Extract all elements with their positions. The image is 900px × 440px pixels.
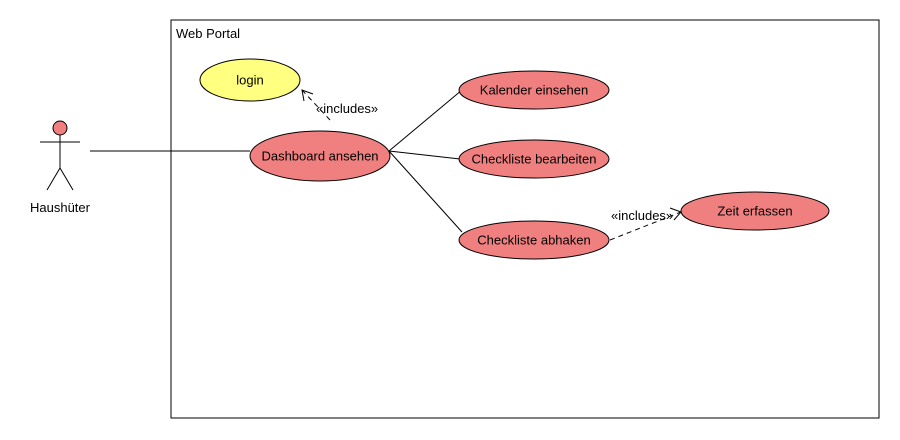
use-case-login-shape [199, 58, 301, 102]
include-dashboard-login: «includes» [301, 89, 378, 121]
use-case-checkliste-abhaken-shape [458, 220, 610, 260]
use-case-zeit-shape [680, 191, 830, 231]
include-label-login: «includes» [316, 101, 378, 116]
use-case-checkliste-bearbeiten-label: Checkliste bearbeiten [471, 152, 596, 167]
use-case-checkliste-bearbeiten-shape [458, 139, 610, 179]
use-case-kalender-shape [458, 70, 610, 110]
include-label-zeit: «includes» [611, 208, 673, 223]
use-case-checkliste-abhaken-label: Checkliste abhaken [477, 233, 590, 248]
use-case-dashboard-label: Dashboard ansehen [261, 149, 378, 164]
use-case-dashboard-shape [249, 130, 391, 182]
actor-leg-right [59, 167, 74, 191]
system-title: Web Portal [176, 26, 240, 41]
actor-haushueter[interactable]: Haushüter [30, 120, 91, 215]
association-dashboard-kalender [388, 89, 463, 152]
association-dashboard-abhaken [388, 150, 463, 233]
include-line-login [301, 89, 331, 121]
use-case-zeit-label: Zeit erfassen [717, 204, 792, 219]
include-line-zeit [609, 211, 682, 241]
actor-name: Haushüter [30, 200, 91, 215]
use-case-kalender-label: Kalender einsehen [480, 83, 588, 98]
use-case-kalender[interactable]: Kalender einsehen [458, 70, 610, 110]
use-case-login-label: login [236, 73, 263, 88]
include-arrowhead-login [301, 89, 314, 102]
actor-leg-left [46, 167, 61, 191]
actor-head [52, 120, 68, 136]
association-dashboard-bearbeiten [388, 150, 461, 160]
use-case-checkliste-bearbeiten[interactable]: Checkliste bearbeiten [458, 139, 610, 179]
use-case-login[interactable]: login [199, 58, 301, 102]
use-case-checkliste-abhaken[interactable]: Checkliste abhaken [458, 220, 610, 260]
use-case-zeit[interactable]: Zeit erfassen [680, 191, 830, 231]
use-case-dashboard[interactable]: Dashboard ansehen [249, 130, 391, 182]
